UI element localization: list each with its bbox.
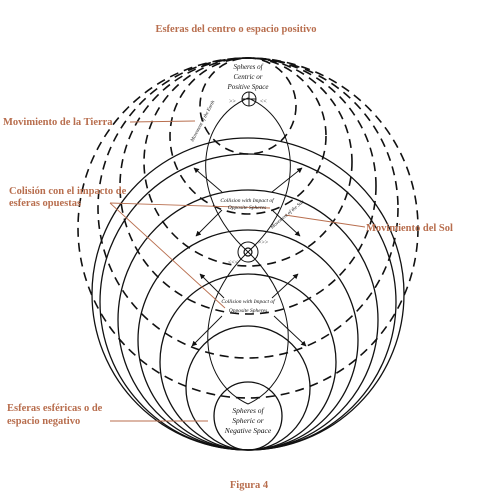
label-top: Esferas del centro o espacio positivo — [155, 24, 316, 35]
outer-labels: Esferas del centro o espacio positivo Mo… — [3, 24, 453, 491]
earth-path-text: Movement of the Earth — [190, 100, 217, 144]
label-negative-1: Esferas esféricas o de — [7, 403, 103, 414]
svg-text:>>>: >>> — [258, 240, 269, 246]
movement-paths — [205, 97, 291, 405]
top-sphere-text-2: Centric or — [234, 73, 263, 81]
sun-path-curve — [207, 97, 291, 405]
label-collision-1: Colisión con el impacto de — [9, 186, 127, 197]
svg-text:>>: >> — [229, 99, 236, 105]
svg-text:<<<: <<< — [228, 260, 239, 266]
label-collision-2: esferas opuestas — [9, 198, 81, 209]
top-sphere-text-1: Spheres of — [233, 63, 263, 71]
label-earth-motion: Movimiento de la Tierra — [3, 117, 113, 128]
top-sphere-text-3: Positive Space — [226, 83, 268, 91]
svg-text:<<: << — [260, 99, 267, 105]
direction-arrows: >> << <<< >>> — [228, 99, 269, 266]
earth-globe — [241, 91, 257, 107]
lower-collision-text-2: Opposite Spheres — [229, 308, 267, 314]
bottom-sphere-text-2: Spheric or — [232, 416, 264, 425]
lower-collision-arrows — [191, 273, 307, 347]
label-negative-2: espacio negativo — [7, 416, 80, 427]
inner-text: Spheres of Centric or Positive Space Col… — [190, 63, 306, 435]
bottom-sphere-text-1: Spheres of — [232, 406, 264, 415]
upper-collision-text-2: Opposite Spheres — [228, 205, 266, 211]
label-sun-motion: Movimiento del Sol — [366, 223, 453, 234]
center-sphere — [237, 241, 259, 263]
negative-space-spheres — [91, 137, 405, 451]
leader-lines — [109, 120, 366, 422]
earth-path-curve — [205, 97, 289, 405]
positive-sphere-6 — [77, 57, 419, 399]
lower-collision-text-1: Collision with Impact of — [221, 298, 276, 305]
upper-collision-text-1: Collision with Impact of — [220, 197, 275, 204]
bottom-sphere-text-3: Negative Space — [224, 426, 272, 435]
positive-sphere-3 — [143, 57, 353, 267]
negative-sphere-7 — [91, 137, 405, 451]
figure-caption: Figura 4 — [230, 480, 269, 491]
upper-collision-arrows — [193, 167, 303, 237]
